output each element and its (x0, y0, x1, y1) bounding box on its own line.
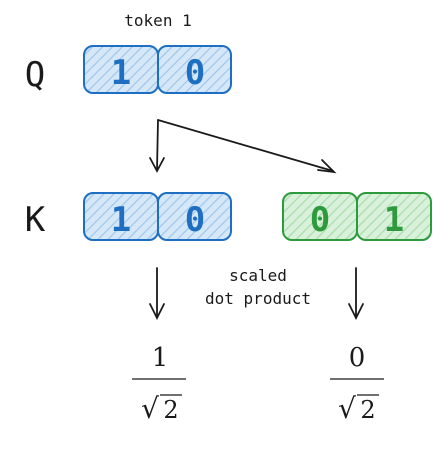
key2-value-1: 1 (384, 200, 404, 240)
arrow-to-key-2 (157, 119, 334, 172)
token-label: token 1 (124, 11, 191, 30)
result1-radical: √ (141, 392, 159, 425)
key2-cell-1 (356, 192, 432, 241)
query-label: Q (25, 55, 45, 95)
key1-value-1: 0 (185, 200, 205, 240)
arrow-to-key-1-head (149, 157, 165, 173)
key1-value-0: 1 (111, 200, 131, 240)
operation-label-line2: dot product (205, 289, 311, 308)
result2-radicand: 2 (360, 396, 375, 424)
query-vector: 1 0 (83, 45, 232, 94)
operation-label-line1: scaled (229, 266, 287, 285)
query-value-0: 1 (111, 53, 131, 93)
query-to-key-arrows (149, 119, 337, 174)
key-label: K (25, 200, 46, 240)
query-cell-1 (157, 45, 232, 94)
arrow-to-key-1 (156, 119, 159, 171)
arrow-to-key-2-head (317, 159, 337, 174)
result-arrows (149, 267, 364, 321)
arrow-to-result-2-head (348, 303, 364, 321)
query-value-1: 0 (185, 53, 205, 93)
result2-numerator: 0 (349, 343, 366, 373)
result1-numerator: 1 (152, 343, 169, 373)
result1-radicand: 2 (163, 396, 178, 424)
result-1: 1 √ 2 (132, 343, 186, 425)
key-vector-1: 1 0 (83, 192, 232, 241)
key1-cell-1 (157, 192, 232, 241)
result-2: 0 √ 2 (330, 343, 384, 425)
key-vector-2: 0 1 (282, 192, 432, 241)
arrow-to-result-1-head (149, 303, 165, 321)
result2-radical: √ (338, 392, 356, 425)
key2-value-0: 0 (310, 200, 330, 240)
